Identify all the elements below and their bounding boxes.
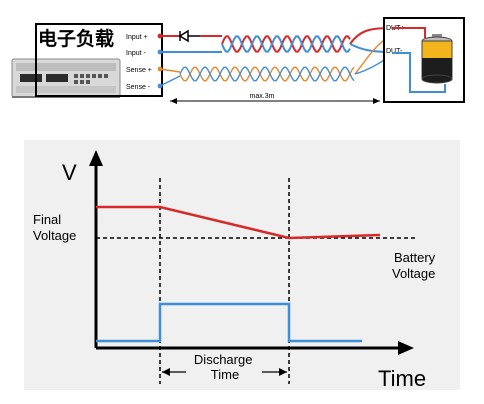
sense-plus-lead xyxy=(159,68,181,73)
x-axis-arrow xyxy=(398,341,414,355)
final-voltage-label: Final Voltage xyxy=(33,212,76,243)
dut-minus-label: DUT- xyxy=(386,48,403,55)
dut-minus-wire xyxy=(392,52,446,93)
sense-minus-lead xyxy=(159,75,181,87)
twisted-cable-strand xyxy=(221,35,351,53)
y-axis-arrow xyxy=(89,150,103,166)
load-title: 电子负载 xyxy=(38,27,114,50)
discharge-time-dimension xyxy=(162,368,287,376)
terminal-input-minus: Input - xyxy=(126,50,147,57)
battery-voltage-label: Battery Voltage xyxy=(392,250,439,281)
twisted-input-cables xyxy=(221,35,351,53)
load-terminal-box xyxy=(35,23,163,97)
twisted-sense-cables xyxy=(179,66,355,82)
x-axis-label: Time xyxy=(378,366,426,391)
cable-length-label: max.3m xyxy=(250,93,275,100)
twisted-cable-strand xyxy=(221,35,351,53)
diode-icon xyxy=(178,29,200,43)
terminal-input-plus: Input + xyxy=(126,34,148,41)
terminal-sense-plus: Sense + xyxy=(126,67,152,74)
battery-icon xyxy=(421,34,453,84)
current-curve xyxy=(96,302,362,343)
twisted-cable-strand xyxy=(179,66,355,82)
twisted-cable-strand xyxy=(179,66,355,82)
voltage-curve xyxy=(96,205,381,240)
y-axis-label: V xyxy=(62,160,77,185)
cable-length-dimension xyxy=(170,98,380,104)
terminal-sense-minus: Sense - xyxy=(126,84,151,91)
discharge-time-label: Discharge Time xyxy=(194,352,256,382)
dut-plus-wire xyxy=(392,27,426,38)
electronic-load-instrument xyxy=(11,58,121,98)
